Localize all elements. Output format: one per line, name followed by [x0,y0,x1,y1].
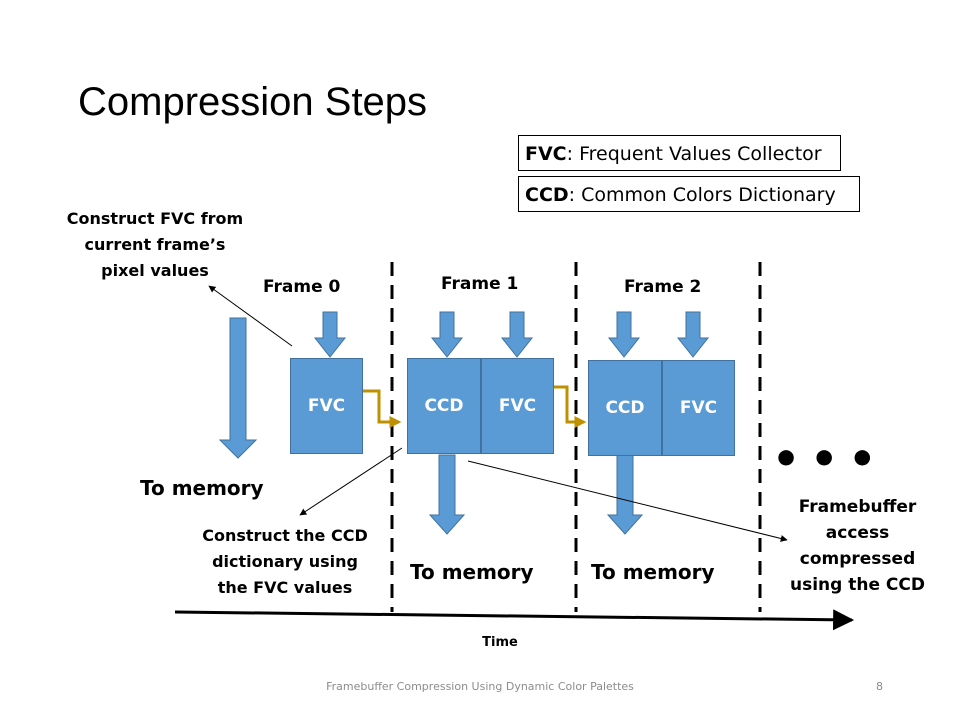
frame0-input-arrow [313,311,347,358]
frame1-to-memory-arrow [428,454,466,535]
legend-fvc-abbr: FVC [525,143,567,165]
slide-title: Compression Steps [78,80,428,124]
frame1-fvc-block: FVC [481,358,554,454]
frame-0-label: Frame 0 [263,277,341,297]
frame-2-label: Frame 2 [624,277,702,297]
fvc-to-ccd-link-1 [362,389,402,428]
fvc-to-ccd-link-2 [553,385,587,428]
legend-fvc-text: : Frequent Values Collector [566,143,822,165]
legend-ccd-abbr: CCD [525,184,569,206]
page-number: 8 [876,680,883,693]
time-label: Time [482,635,518,650]
slide-footer: Framebuffer Compression Using Dynamic Co… [326,680,634,693]
to-memory-label-left: To memory [140,476,264,500]
frame1-ccd-block: CCD [407,358,481,454]
callout-arrow-construct-ccd [299,447,403,516]
to-memory-label-frame2: To memory [591,560,715,584]
time-axis [174,609,855,631]
to-memory-arrow-left [218,317,258,459]
note-construct-ccd: Construct the CCD dictionary using the F… [202,526,368,597]
legend-ccd-text: : Common Colors Dictionary [568,184,836,206]
frame2-input-arrow-ccd [607,311,641,358]
frame-1-label: Frame 1 [441,274,519,294]
frame0-fvc-block: FVC [290,358,363,454]
legend-ccd: CCD: Common Colors Dictionary [518,176,860,212]
callout-arrow-construct-fvc [208,285,293,347]
to-memory-label-frame1: To memory [410,560,534,584]
frame1-input-arrow-ccd [430,311,464,358]
frame1-input-arrow-fvc [500,311,534,358]
legend-fvc: FVC: Frequent Values Collector [518,135,841,171]
frame2-fvc-block: FVC [662,360,735,456]
note-framebuffer: Framebuffer access compressed using the … [790,497,925,595]
note-construct-fvc: Construct FVC from current frame’s pixel… [66,209,244,280]
frame2-ccd-block: CCD [588,360,662,456]
frame2-to-memory-arrow [606,454,644,535]
callout-arrow-framebuffer [467,460,788,542]
frame2-input-arrow-fvc [676,311,710,358]
continuation-dots: ••• [772,434,887,485]
